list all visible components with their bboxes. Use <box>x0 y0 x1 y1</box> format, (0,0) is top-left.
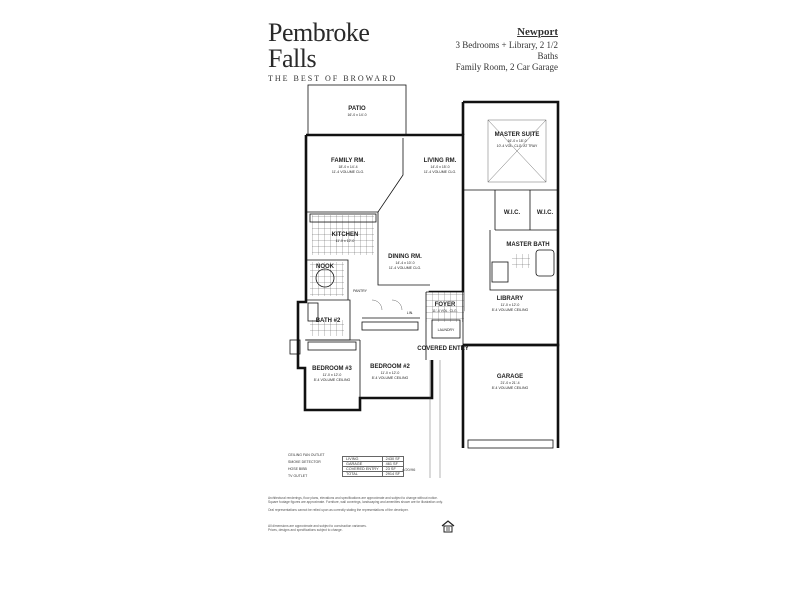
dims-kitchen: 11'-0 x 12'-0 <box>336 239 355 243</box>
label-dining-room: DINING RM. <box>388 254 422 260</box>
master-tray-diagonals <box>487 119 547 183</box>
label-wic-1: W.I.C. <box>504 210 521 216</box>
brand-logo: Pembroke Falls THE BEST OF BROWARD <box>268 18 408 84</box>
model-line-2: Family Room, 2 Car Garage <box>455 62 558 72</box>
model-name: Newport <box>517 26 558 38</box>
label-bath2: BATH #2 <box>316 318 341 324</box>
ceiling-garage: 8'-4 VOLUME CEILING <box>492 386 529 390</box>
dims-library: 11'-0 x 12'-0 <box>501 303 520 307</box>
symbol-legend: CEILING FAN OUTLET SMOKE DETECTOR HOSE B… <box>288 452 325 480</box>
ceiling-family-room: 11'-4 VOLUME CLG. <box>332 170 364 174</box>
dining-wall <box>377 240 430 286</box>
ac-unit <box>289 339 301 355</box>
label-library: LIBRARY <box>497 296 523 302</box>
ceiling-bedroom2: 8'-4 VOLUME CEILING <box>372 376 409 380</box>
family-living-divider <box>377 138 404 240</box>
label-kitchen: KITCHEN <box>332 232 359 238</box>
legend-item: CEILING FAN OUTLET <box>288 453 325 457</box>
dims-garage: 21'-0 x 21'-4 <box>500 381 519 385</box>
dims-dining-room: 14'-4 x 10'-0 <box>395 261 414 265</box>
model-line-1: 3 Bedrooms + Library, 2 1/2 Baths <box>455 40 558 61</box>
disclaimer-line: All dimensions are approximate and subje… <box>268 524 367 528</box>
laundry-walls <box>431 319 461 339</box>
label-patio: PATIO <box>348 106 366 112</box>
dims-bedroom3: 11'-0 x 12'-0 <box>323 373 342 377</box>
label-pantry: PANTRY <box>353 289 368 293</box>
label-linen: LIN. <box>407 311 413 315</box>
label-laundry: LAUNDRY <box>438 328 455 332</box>
dims-patio: 16'-0 x 14'-0 <box>347 113 366 117</box>
dims-bedroom2: 11'-0 x 12'-0 <box>381 371 400 375</box>
revision-date: 4/20/96 <box>402 467 416 472</box>
bath2-tile <box>310 320 344 336</box>
disclaimer-line: Prices, designs and specifications subje… <box>268 528 343 533</box>
master-wic-walls <box>463 189 558 231</box>
bedroom2-closet <box>361 321 419 331</box>
ceiling-library: 8'-4 VOLUME CEILING <box>492 308 529 312</box>
label-master-suite: MASTER SUITE <box>495 132 540 138</box>
kitchen-counter <box>309 213 377 223</box>
label-bedroom3: BEDROOM #3 <box>312 366 352 372</box>
equal-housing-icon <box>441 520 455 533</box>
master-bath-tile <box>512 254 530 268</box>
dims-family-room: 18'-0 x 14'-4 <box>338 165 357 169</box>
bath2-tub <box>307 302 319 322</box>
garage-wall <box>461 343 560 448</box>
bedroom3-closet <box>307 341 357 351</box>
disclaimer-line: Square footage figures are approximate. … <box>268 500 443 505</box>
label-bedroom2: BEDROOM #2 <box>370 364 410 370</box>
legend-item: SMOKE DETECTOR <box>288 460 321 464</box>
front-walk <box>429 360 441 478</box>
label-wic-2: W.I.C. <box>537 210 554 216</box>
ceiling-master-suite: 10'-4 VOL. CLG. AT TRAY <box>497 144 538 148</box>
label-nook: NOOK <box>316 264 335 270</box>
brand-name: Pembroke Falls <box>268 18 370 73</box>
label-master-bath: MASTER BATH <box>506 242 549 248</box>
legend-item: TV OUTLET <box>288 474 308 478</box>
disclaimer-line: Oral representations cannot be relied up… <box>268 508 409 512</box>
brand-tagline: THE BEST OF BROWARD <box>268 74 398 83</box>
disclaimer-block-2: Oral representations cannot be relied up… <box>268 508 443 512</box>
foyer-tile <box>426 292 464 322</box>
kitchen-walls <box>305 211 378 300</box>
label-covered-entry: COVERED ENTRY <box>417 346 468 352</box>
disclaimer-block-3: All dimensions are approximate and subje… <box>268 524 443 533</box>
label-foyer: FOYER <box>435 302 456 308</box>
garage-door <box>467 439 554 449</box>
disclaimer: Architectural renderings, floor plans, e… <box>268 496 468 505</box>
master-tray-ceiling <box>487 119 547 183</box>
label-garage: GARAGE <box>497 374 523 380</box>
nook-table <box>315 268 335 288</box>
ceiling-dining-room: 11'-4 VOLUME CLG. <box>389 266 421 270</box>
dims-master-suite: 16'-0 x 18'-0 <box>507 139 526 143</box>
master-tub <box>535 249 555 277</box>
dims-foyer: 11'-4 VOL. CLG. <box>432 309 458 313</box>
dims-living-room: 14'-0 x 15'-0 <box>430 165 449 169</box>
ceiling-living-room: 11'-4 VOLUME CLG. <box>424 170 456 174</box>
ceiling-bedroom3: 8'-4 VOLUME CEILING <box>314 378 351 382</box>
label-family-room: FAMILY RM. <box>331 158 365 164</box>
label-living-room: LIVING RM. <box>424 158 457 164</box>
master-vanity <box>491 261 509 283</box>
foyer-walls <box>425 291 464 360</box>
disclaimer-line: Architectural renderings, floor plans, e… <box>268 496 438 500</box>
model-info: Newport 3 Bedrooms + Library, 2 1/2 Bath… <box>440 26 558 73</box>
master-bath-walls <box>489 230 558 291</box>
bedroom-walls <box>305 317 420 398</box>
legend-item: HOSE BIBB <box>288 467 307 471</box>
door-swings <box>371 299 403 311</box>
